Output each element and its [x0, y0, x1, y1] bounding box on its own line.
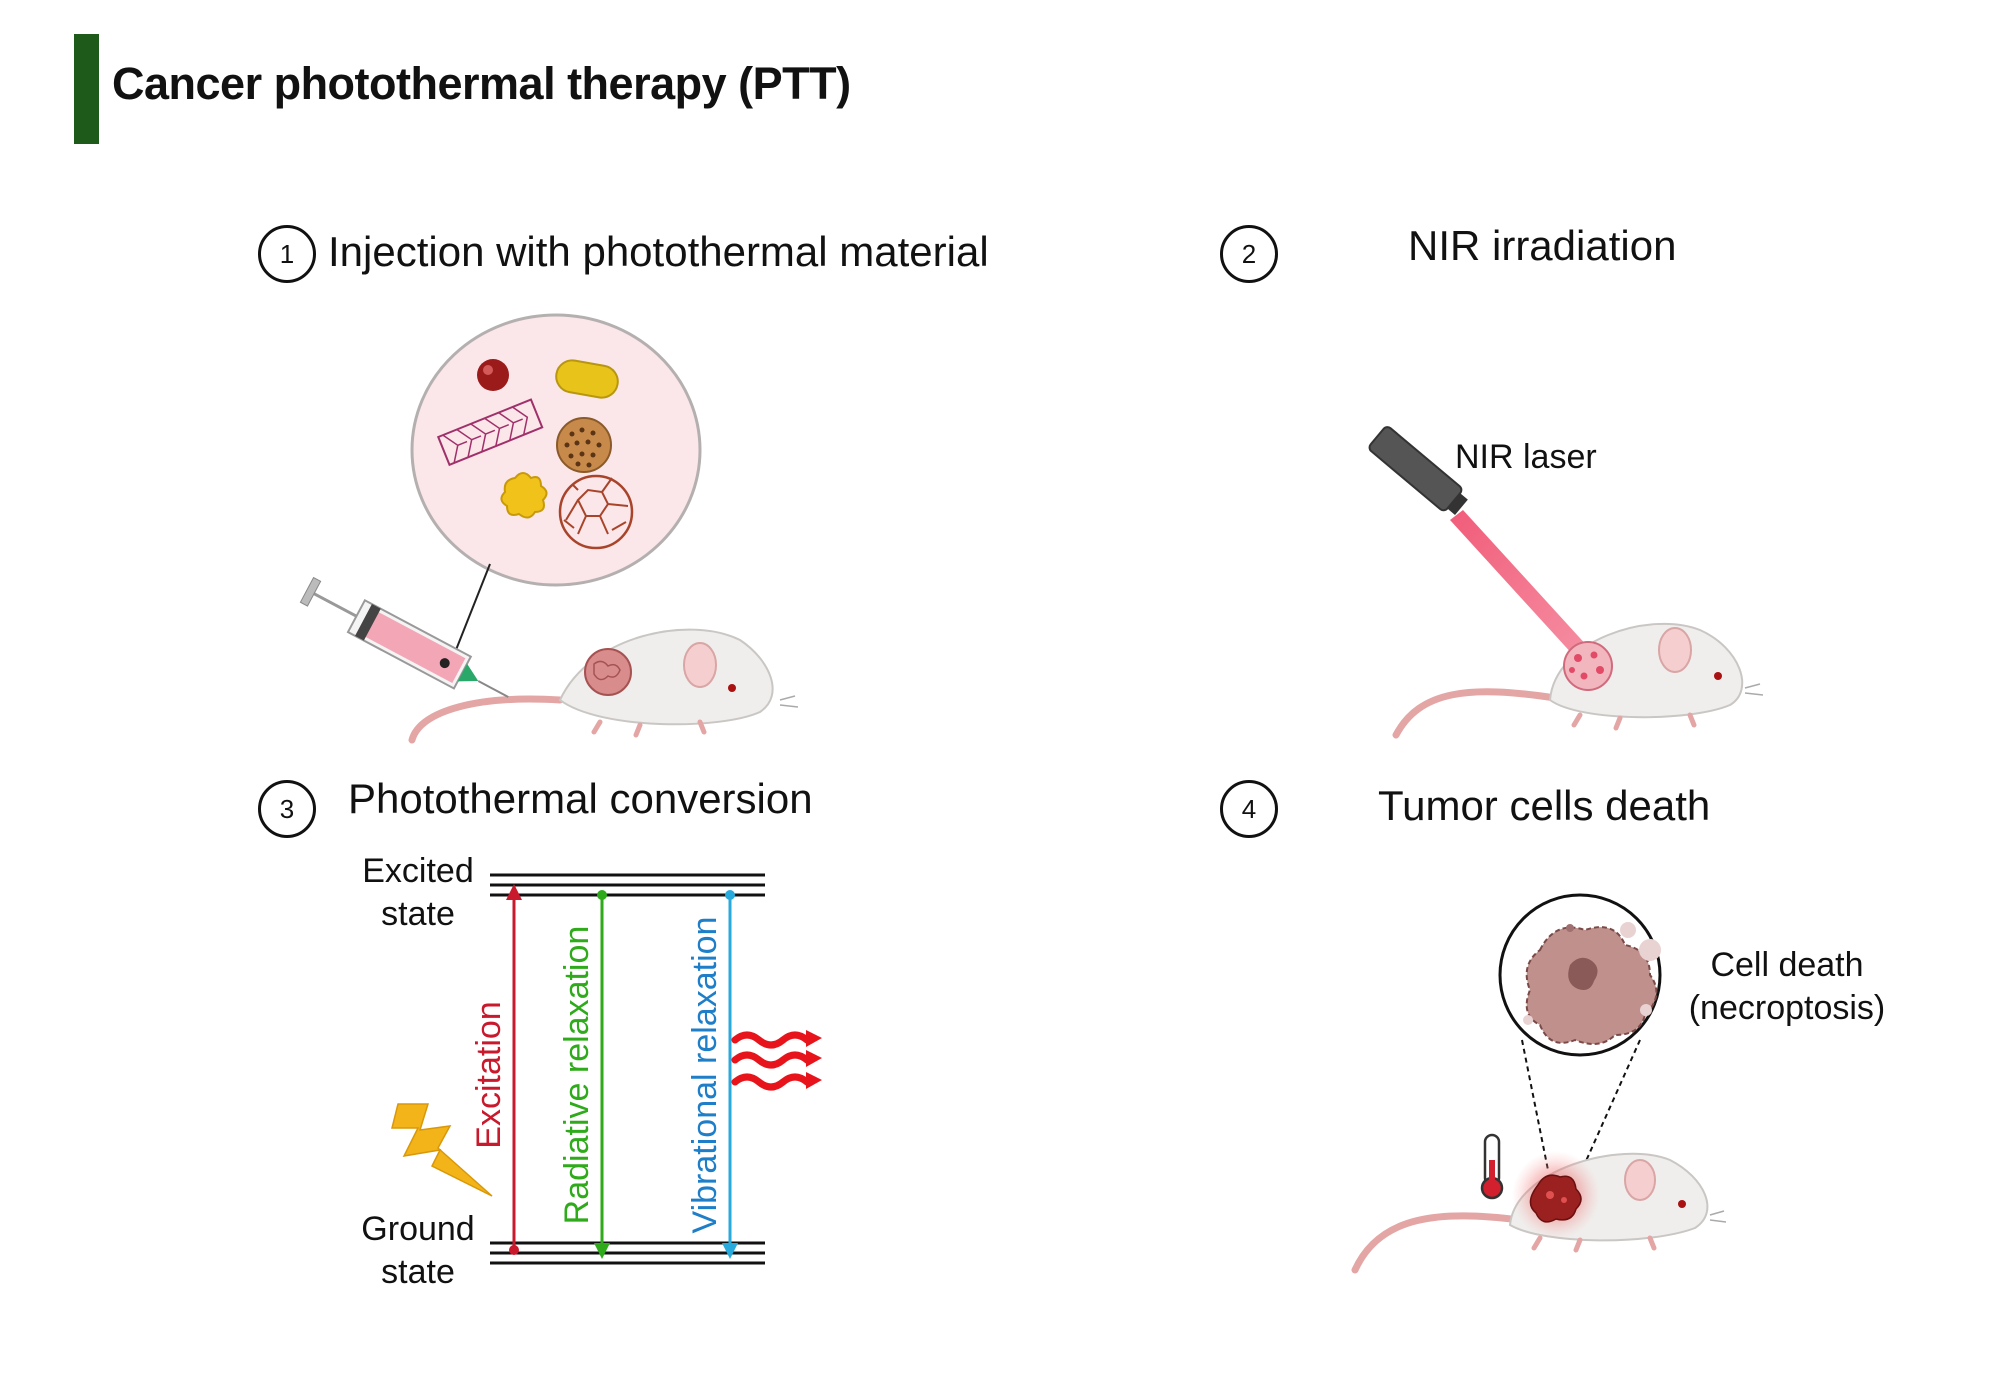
- gold-nanosphere-icon: [477, 359, 509, 391]
- cell-death-label: Cell death (necroptosis): [1672, 944, 1902, 1029]
- step-3-number: 3: [258, 780, 316, 838]
- step-2-number: 2: [1220, 225, 1278, 283]
- ground-state-lines: [490, 1241, 765, 1265]
- excitation-label: Excitation: [470, 1001, 508, 1148]
- lightning-icon: [391, 1103, 493, 1197]
- mesoporous-particle-icon: [556, 417, 612, 473]
- tumor-icon: [584, 648, 632, 696]
- ground-state-line2: state: [381, 1252, 455, 1291]
- step-2-label: NIR irradiation: [1408, 222, 1677, 269]
- nanoparticle-zoom-circle: [410, 313, 702, 587]
- cell-death-line1: Cell death: [1710, 946, 1864, 984]
- step-4-label: Tumor cells death: [1378, 782, 1711, 829]
- step-3-label: Photothermal conversion: [348, 775, 813, 822]
- irradiated-tumor-icon: [1563, 641, 1613, 691]
- excited-state-line2: state: [381, 894, 455, 933]
- carbon-nanotube-icon: [436, 398, 544, 467]
- excitation-arrow: [506, 884, 522, 1255]
- page-title: Cancer photothermal therapy (PTT): [112, 58, 851, 109]
- nir-laser-label: NIR laser: [1455, 438, 1597, 476]
- ground-state-label: Ground state: [348, 1208, 488, 1293]
- step-1-label: Injection with photothermal material: [328, 228, 989, 275]
- radiative-label: Radiative relaxation: [558, 926, 596, 1225]
- cell-death-line2: (necroptosis): [1688, 988, 1886, 1027]
- excited-state-lines: [490, 873, 765, 897]
- step-4-number: 4: [1220, 780, 1278, 838]
- heated-tumor-icon: [1512, 1151, 1600, 1239]
- nanorod-icon: [555, 359, 619, 399]
- excited-state-line1: Excited: [362, 852, 474, 890]
- laser-pointer-icon: [1368, 426, 1468, 515]
- syringe-icon: [299, 576, 509, 698]
- ground-state-line1: Ground: [361, 1210, 475, 1248]
- heat-wave-icon: [731, 1031, 811, 1091]
- gold-nanostar-icon: [500, 472, 548, 519]
- thermometer-icon: [1480, 1133, 1504, 1200]
- dead-cell-icon: [1523, 922, 1661, 1045]
- fullerene-icon: [558, 474, 634, 550]
- step-1-number: 1: [258, 225, 316, 283]
- excited-state-label: Excited state: [348, 850, 488, 935]
- heat-arrowheads: [806, 1030, 822, 1089]
- title-accent-bar: [74, 34, 99, 144]
- radiative-relaxation-arrow: [594, 890, 610, 1259]
- vibrational-relaxation-arrow: [722, 890, 738, 1259]
- vibrational-label: Vibrational relaxation: [686, 917, 724, 1234]
- laser-beam: [1450, 510, 1600, 668]
